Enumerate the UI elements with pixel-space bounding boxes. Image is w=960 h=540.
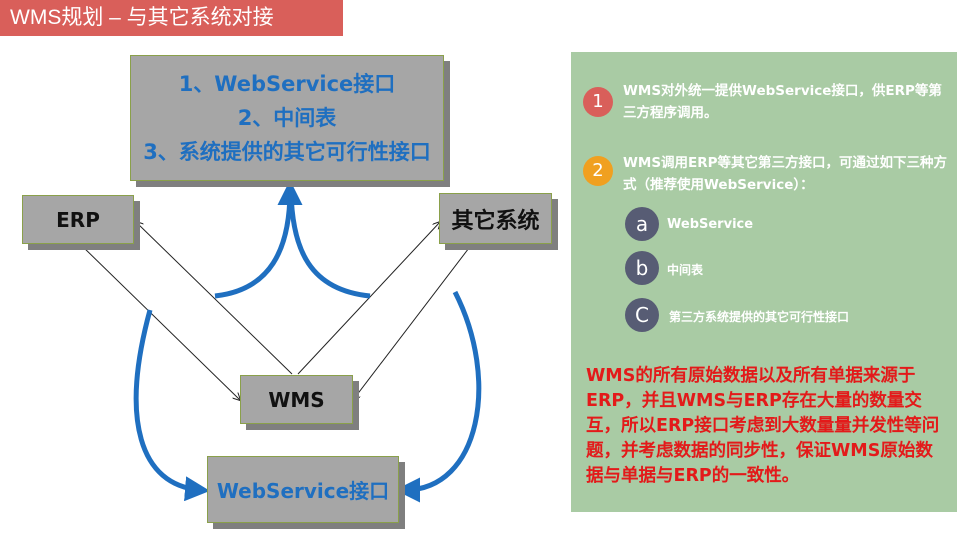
other-systems-box: 其它系统 (439, 193, 552, 244)
blue-curve-right-up (288, 189, 371, 299)
letter-badge: b (625, 251, 659, 285)
interface-item: 2、中间表 (237, 106, 337, 130)
blue-curve-left-down (133, 309, 210, 502)
number-badge: 1 (583, 87, 613, 117)
webservice-box: WebService接口 (207, 456, 399, 523)
blue-curve-left-up (214, 180, 303, 299)
sub-text: WebService (667, 217, 754, 232)
arrow-other-to-wms (353, 243, 473, 400)
info-panel: 1 WMS对外统一提供WebService接口，供ERP等第三方程序调用。 2 … (571, 52, 957, 512)
sub-text: 第三方系统提供的其它可行性接口 (669, 310, 850, 324)
arrow-erp-to-wms (79, 243, 240, 400)
interface-list-box: 1、WebService接口 2、中间表 3、系统提供的其它可行性接口 (130, 55, 444, 181)
arrow-wms-to-erp (136, 222, 293, 375)
erp-box: ERP (22, 195, 134, 244)
item1-text: WMS对外统一提供WebService接口，供ERP等第三方程序调用。 (623, 83, 942, 121)
interface-item: 3、系统提供的其它可行性接口 (143, 140, 431, 164)
letter-badge: a (625, 207, 659, 241)
slide-title: WMS规划 – 与其它系统对接 (0, 0, 343, 36)
item2-text: WMS调用ERP等其它第三方接口，可通过如下三种方式（推荐使用WebServic… (623, 155, 948, 193)
number-badge: 2 (583, 156, 613, 186)
blue-curve-right-down (395, 290, 482, 503)
letter-badge: C (625, 298, 659, 332)
wms-box: WMS (240, 375, 353, 424)
sub-text: 中间表 (667, 263, 704, 277)
note-text: WMS的所有原始数据以及所有单据来源于ERP，并且WMS与ERP存在大量的数量交… (586, 366, 940, 486)
interface-item: 1、WebService接口 (178, 72, 396, 96)
